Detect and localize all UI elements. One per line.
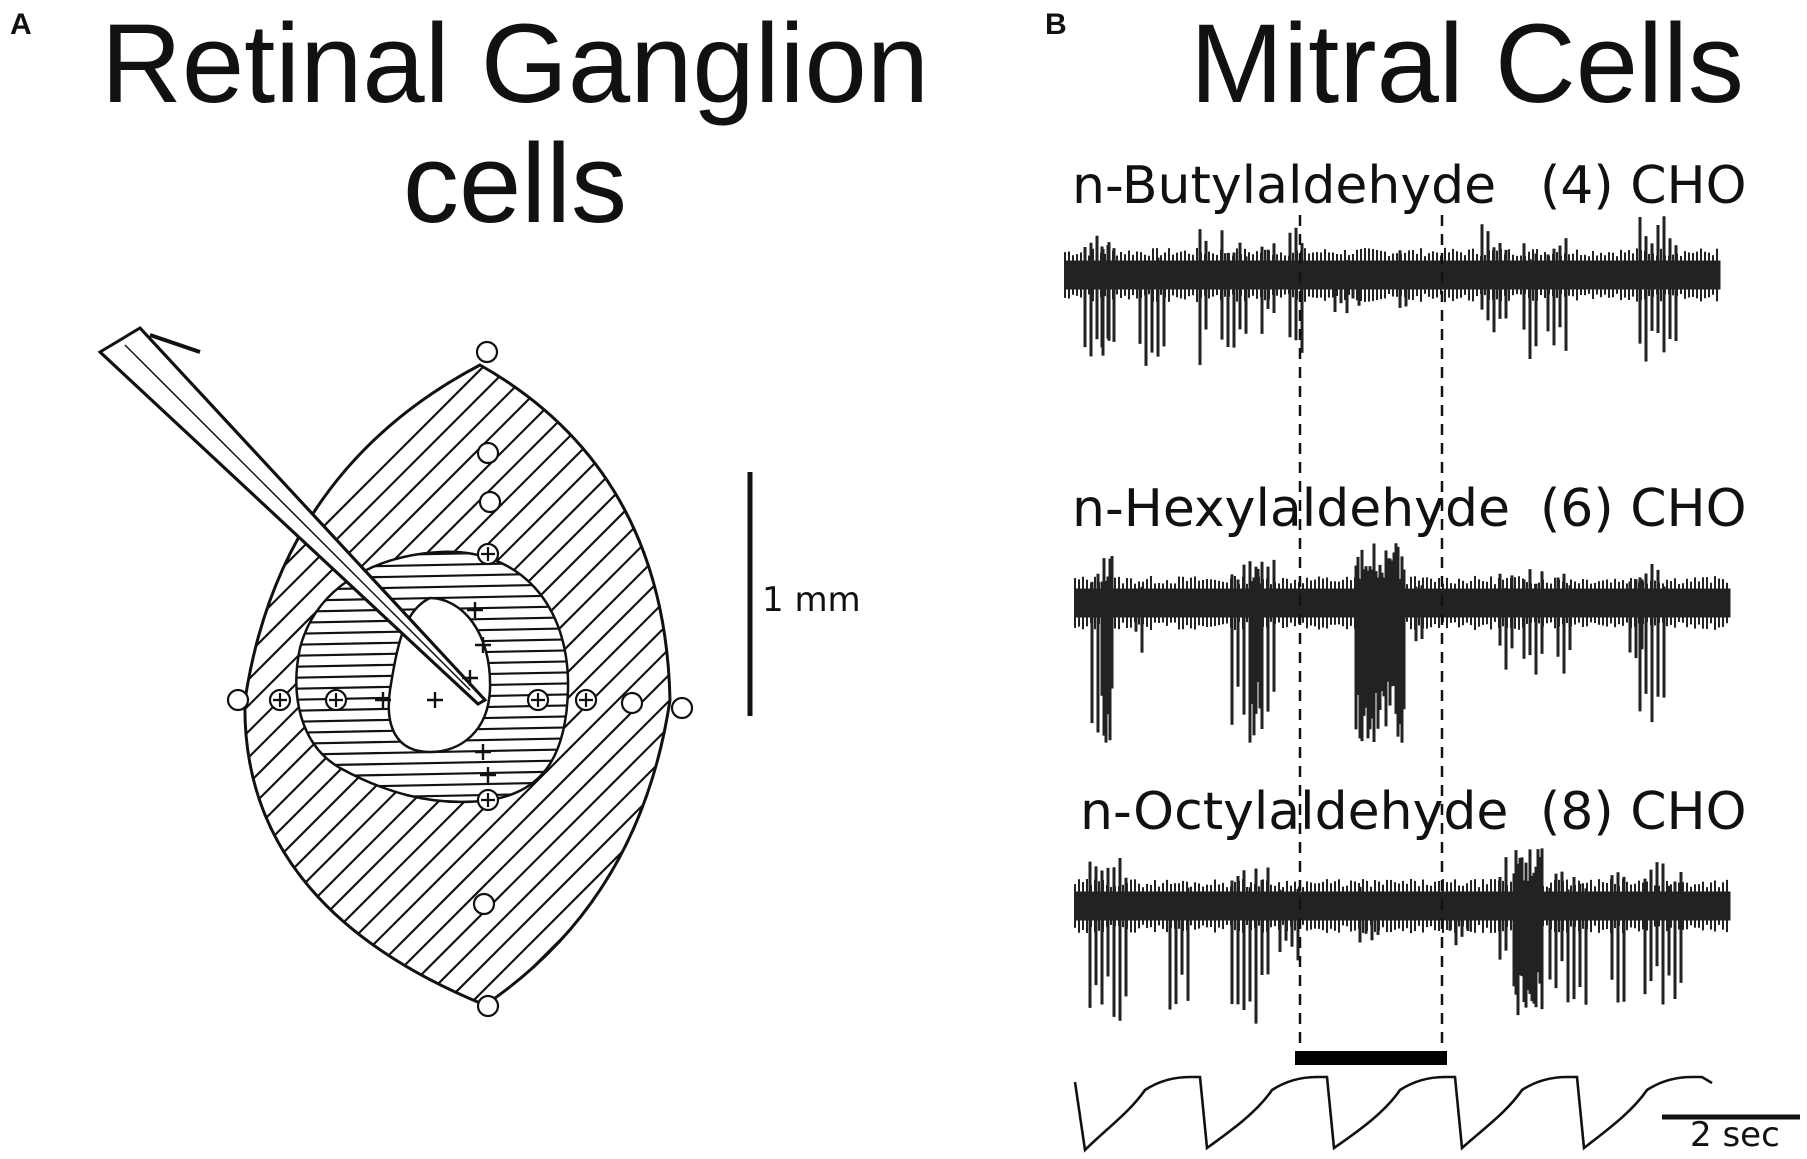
plus-mark [480, 767, 496, 783]
hatch-line [970, 350, 1670, 1050]
hatch-line [605, 365, 670, 1005]
panel-b-letter: B [1045, 8, 1067, 41]
hatch-line [840, 350, 1540, 1050]
hatch-line [1100, 350, 1800, 1050]
circled-plus-mark [476, 788, 500, 812]
spike-traces [1064, 216, 1731, 1024]
hatch-line [1178, 350, 1807, 1050]
hatch-line [423, 365, 670, 1005]
hatch-line [397, 365, 670, 1005]
trace-2-carbon-label: (6) CHO [1540, 479, 1747, 539]
hatch-line [293, 365, 670, 1005]
trace-2-odor-label: n-Hexylaldehyde [1072, 479, 1510, 539]
hatch-line [892, 350, 1592, 1050]
hatch-line [244, 365, 501, 1005]
plus-mark [375, 692, 391, 708]
circled-plus-mark [476, 542, 500, 566]
panel-a-title-line1: Retinal Ganglion [100, 1, 930, 126]
panel-a-letter: A [10, 8, 32, 41]
circled-plus-mark [526, 688, 550, 712]
plus-mark [475, 637, 491, 653]
distance-scale-label: 1 mm [762, 580, 861, 620]
trace-3-odor-label: n-Octylaldehyde [1080, 782, 1509, 842]
plus-mark [427, 692, 443, 708]
hatch-line [631, 365, 670, 1005]
hatch-line [788, 350, 1488, 1050]
open-circle-mark [670, 696, 694, 720]
hatch-line [267, 365, 670, 1005]
open-circle-mark [475, 340, 499, 364]
open-circle-marks [226, 340, 694, 1018]
open-circle-mark [476, 994, 500, 1018]
open-circle-mark [476, 441, 500, 465]
hatch-line [449, 365, 670, 1005]
hatch-line [244, 365, 553, 1005]
open-circle-mark [472, 892, 496, 916]
stimulus-bar [1295, 1051, 1447, 1065]
hatch-line [814, 350, 1514, 1050]
spike-trace-3 [1074, 848, 1731, 1024]
circled-plus-mark [268, 688, 292, 712]
spike-trace-2 [1074, 543, 1731, 743]
hatch-line [371, 365, 670, 1005]
surround-ring [280, 550, 590, 821]
open-circle-mark [620, 691, 644, 715]
plus-mark [475, 744, 491, 760]
spike-trace-1 [1064, 216, 1721, 366]
open-circle-mark [226, 688, 250, 712]
plus-mark [462, 670, 478, 686]
plus-marks [375, 602, 496, 783]
circled-plus-mark [574, 688, 598, 712]
open-circle-mark [478, 490, 502, 514]
hatch-line [244, 365, 605, 1005]
hatch-line [244, 365, 579, 1005]
hatch-line [710, 350, 1410, 1050]
hatch-line [345, 365, 670, 1005]
circled-plus-marks [268, 542, 598, 812]
trace-1-carbon-label: (4) CHO [1540, 156, 1747, 216]
hatch-line [866, 350, 1566, 1050]
hatch-line [244, 365, 527, 1005]
plus-mark [467, 602, 483, 618]
panel-a-title-line2: cells [402, 121, 628, 246]
circled-plus-mark [324, 688, 348, 712]
hatch-line [553, 365, 670, 1005]
time-scale-label: 2 sec [1690, 1115, 1780, 1155]
hatch-line [1126, 350, 1807, 1050]
retina-diagram [97, 326, 1807, 1050]
trace-1-odor-label: n-Butylaldehyde [1072, 156, 1497, 216]
hatch-line [736, 350, 1436, 1050]
hatch-line [319, 365, 670, 1005]
ring-hatch-line [280, 815, 590, 821]
recording-electrode [97, 326, 488, 706]
respiration-trace [1073, 1075, 1713, 1153]
trace-3-carbon-label: (8) CHO [1540, 782, 1747, 842]
panel-b-title: Mitral Cells [1190, 1, 1744, 126]
